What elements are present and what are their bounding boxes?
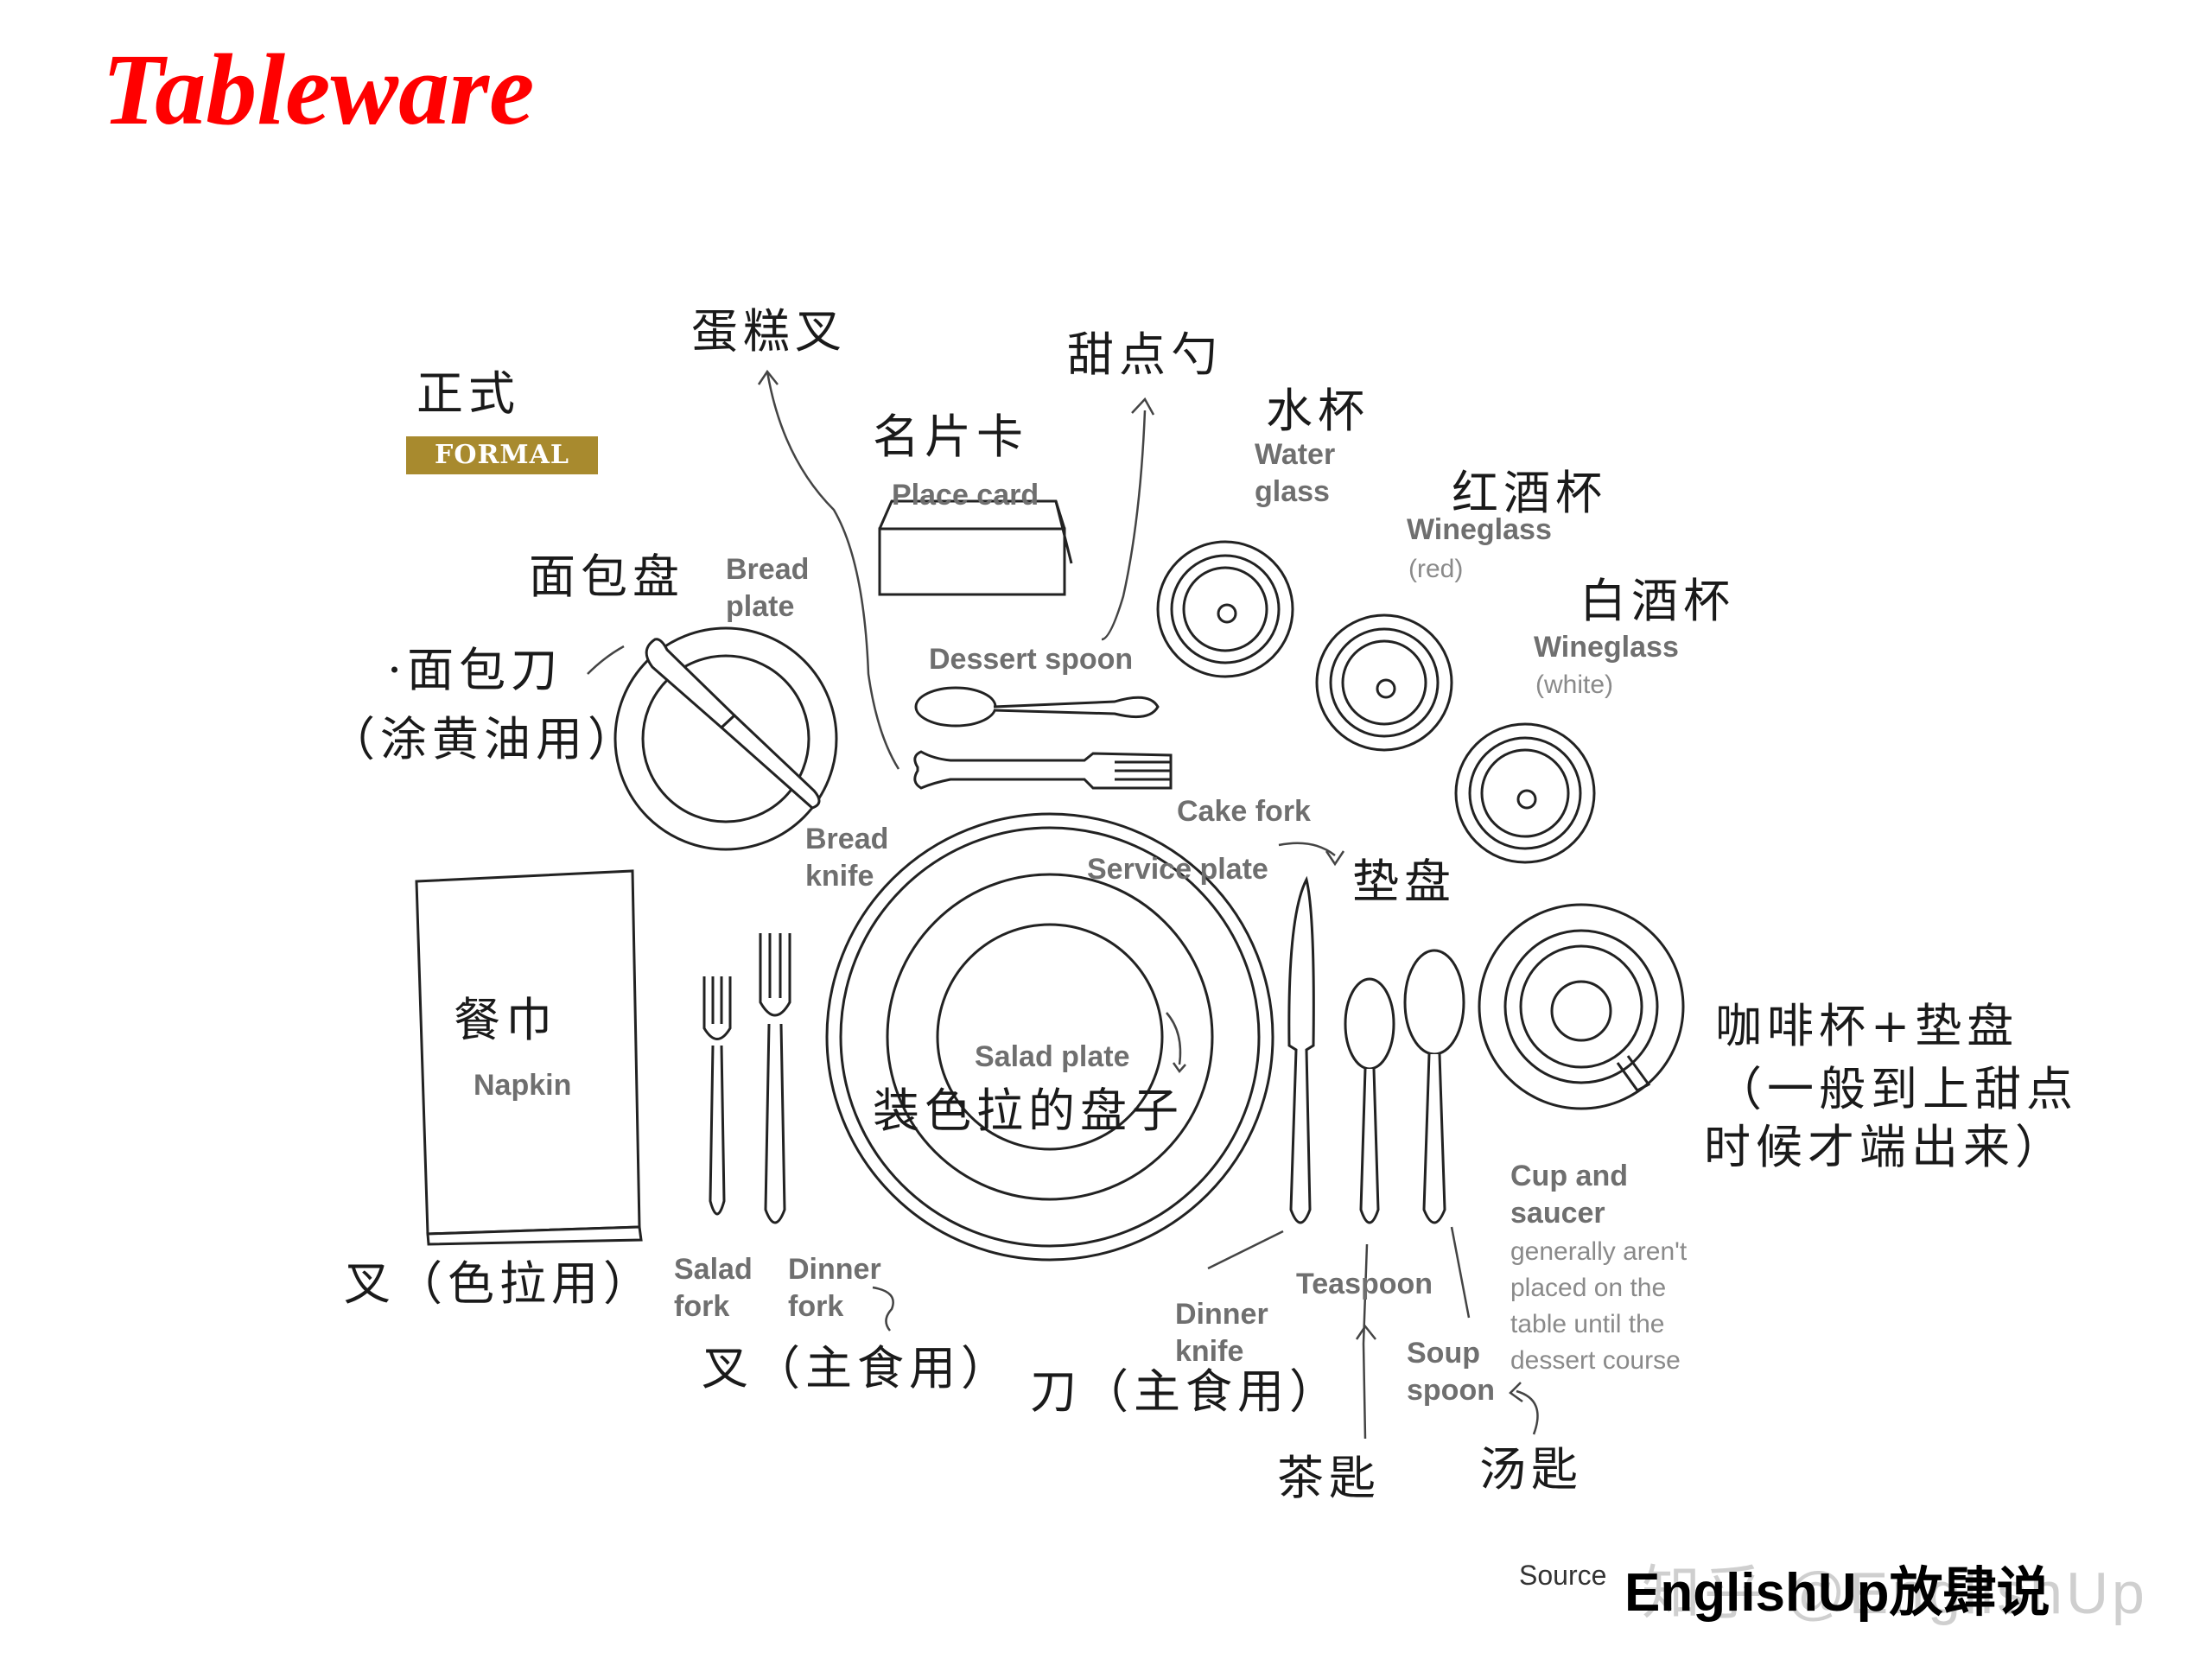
place-card-label-en: Place card bbox=[892, 479, 1039, 512]
cup-saucer-label-zh-3: 时候才端出来） bbox=[1704, 1120, 2067, 1174]
bread-plate-label-en: Bread plate bbox=[726, 553, 810, 623]
cake-fork-label-en: Cake fork bbox=[1177, 795, 1311, 828]
service-plate-drawing bbox=[825, 812, 1274, 1262]
red-wineglass-note: (red) bbox=[1408, 555, 1464, 583]
dinner-knife-label-en: Dinner knife bbox=[1175, 1298, 1268, 1368]
place-card-drawing bbox=[878, 499, 1073, 596]
cup-saucer-label-zh: 咖啡杯+垫盘 bbox=[1715, 999, 2019, 1053]
formal-badge: FORMAL bbox=[406, 436, 598, 474]
red-wineglass-drawing bbox=[1315, 613, 1453, 752]
cup-saucer-note: generally aren't placed on the table unt… bbox=[1510, 1237, 1688, 1375]
cup-saucer-label-zh-2: （一般到上甜点 bbox=[1715, 1062, 2078, 1116]
water-glass-label-zh: 水杯 bbox=[1266, 384, 1370, 438]
cake-fork-drawing bbox=[913, 750, 1173, 790]
salad-plate-label-en: Salad plate bbox=[975, 1040, 1130, 1073]
water-glass-drawing bbox=[1156, 540, 1294, 678]
cup-and-saucer-drawing bbox=[1478, 903, 1685, 1110]
white-wineglass-label-zh: 白酒杯 bbox=[1580, 574, 1735, 628]
page-title: Tableware bbox=[102, 33, 535, 146]
bread-plate-label-zh: 面包盘 bbox=[529, 550, 684, 604]
salad-fork-drawing bbox=[702, 976, 732, 1216]
bread-knife-label-en: Bread knife bbox=[805, 823, 889, 893]
bread-knife-label-zh-note: （涂黄油用） bbox=[328, 712, 639, 766]
white-wineglass-drawing bbox=[1454, 722, 1596, 864]
white-wineglass-note: (white) bbox=[1535, 671, 1614, 699]
cup-saucer-label-en: Cup and saucer bbox=[1510, 1160, 1628, 1230]
service-plate-label-en: Service plate bbox=[1087, 853, 1268, 886]
teaspoon-label-en: Teaspoon bbox=[1296, 1268, 1433, 1300]
place-card-label-zh: 名片卡 bbox=[873, 410, 1028, 464]
soup-spoon-label-zh: 汤匙 bbox=[1479, 1442, 1583, 1497]
dinner-fork-drawing bbox=[759, 933, 791, 1224]
salad-fork-label-en: Salad fork bbox=[674, 1253, 753, 1323]
teaspoon-label-zh: 茶匙 bbox=[1277, 1451, 1381, 1505]
teaspoon-drawing bbox=[1344, 977, 1395, 1224]
red-wineglass-label-zh: 红酒杯 bbox=[1452, 466, 1607, 520]
dessert-spoon-top-label: 甜点勺 bbox=[1067, 327, 1223, 382]
service-plate-label-zh: 垫盘 bbox=[1352, 855, 1456, 909]
dinner-knife-label-zh: 刀（主食用） bbox=[1030, 1364, 1341, 1419]
watermark: 知乎 @EnglishUp bbox=[1642, 1560, 2148, 1626]
dessert-spoon-label-en: Dessert spoon bbox=[929, 643, 1134, 676]
napkin-label-en: Napkin bbox=[474, 1069, 572, 1102]
red-wineglass-label-en: Wineglass bbox=[1407, 513, 1552, 546]
salad-plate-label-zh: 装色拉的盘子 bbox=[873, 1084, 1184, 1138]
source-label: Source bbox=[1519, 1560, 1607, 1591]
bread-knife-drawing bbox=[645, 638, 821, 810]
soup-spoon-label-en: Soup spoon bbox=[1407, 1337, 1495, 1407]
dinner-fork-label-en: Dinner fork bbox=[788, 1253, 881, 1323]
cake-fork-top-label: 蛋糕叉 bbox=[691, 304, 847, 359]
dinner-knife-drawing bbox=[1287, 875, 1315, 1224]
white-wineglass-label-en: Wineglass bbox=[1534, 631, 1679, 664]
dessert-spoon-drawing bbox=[914, 686, 1160, 728]
bread-plate-drawing bbox=[613, 626, 838, 851]
formal-label-zh: 正式 bbox=[416, 366, 520, 421]
napkin-label-zh: 餐巾 bbox=[454, 993, 557, 1047]
dinner-fork-label-zh: 叉（主食用） bbox=[702, 1341, 1013, 1395]
brand-label: EnglishUp放肆说 bbox=[1624, 1563, 2050, 1623]
soup-spoon-drawing bbox=[1403, 949, 1465, 1224]
pointer-lines bbox=[587, 369, 1539, 1440]
napkin-drawing bbox=[415, 869, 643, 1246]
salad-fork-label-zh: 叉（色拉用） bbox=[344, 1256, 655, 1311]
bread-knife-label-zh: ·面包刀 bbox=[387, 643, 563, 697]
water-glass-label-en: Water glass bbox=[1255, 438, 1336, 508]
